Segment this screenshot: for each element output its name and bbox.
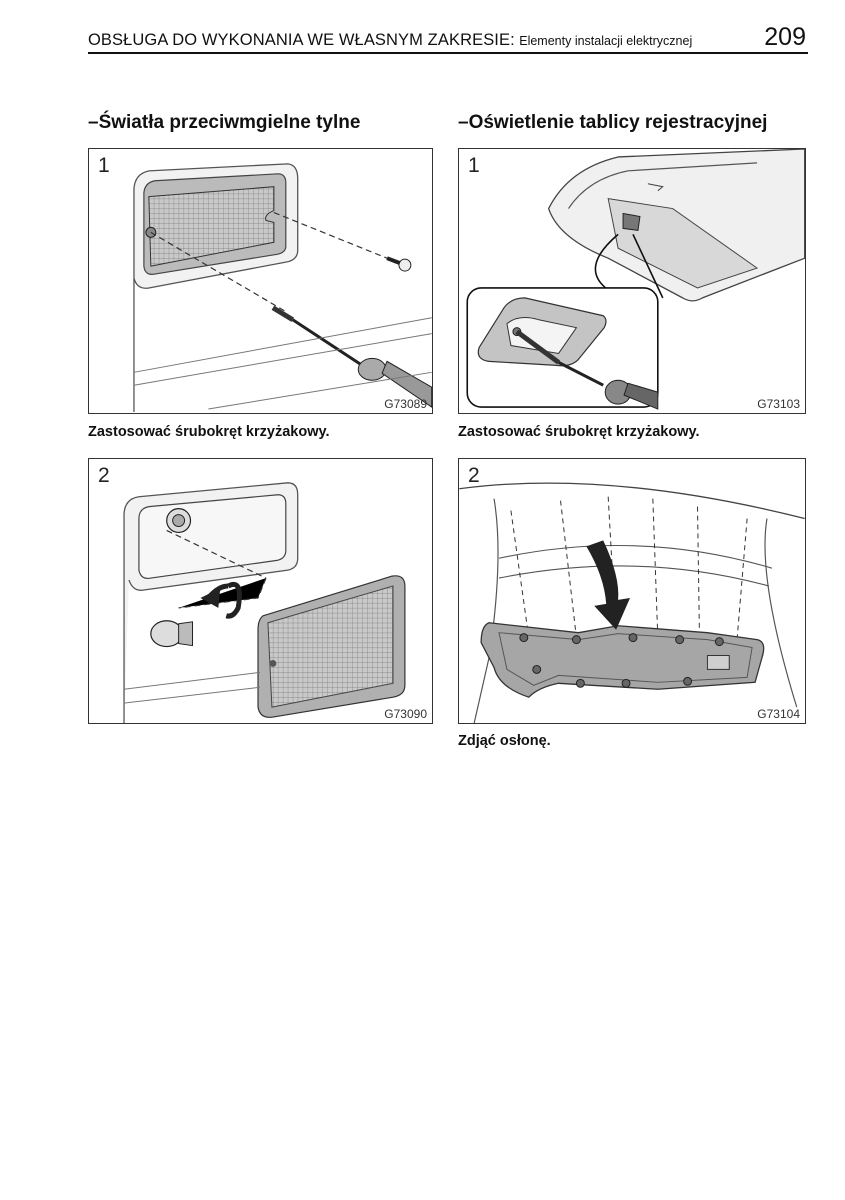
step-number: 1: [468, 154, 480, 177]
down-arrow-icon: [586, 540, 631, 630]
license-light-caption-1: Zastosować śrubokręt krzyżakowy.: [458, 424, 700, 440]
header-rule: [88, 52, 808, 54]
fog-light-caption-1: Zastosować śrubokręt krzyżakowy.: [88, 424, 330, 440]
header-subsection: Elementy instalacji elektrycznej: [519, 34, 693, 48]
figure-code: G73103: [757, 397, 800, 411]
license-light-figure-1: 1 G73103: [458, 148, 806, 414]
license-light-figure-2: 2 G73104: [458, 458, 806, 724]
screw-icon: [386, 256, 412, 272]
screwdriver-icon: [271, 305, 432, 408]
figure-code: G73104: [757, 707, 800, 721]
header-section: OBSŁUGA DO WYKONANIA WE WŁASNYM ZAKRESIE…: [88, 31, 515, 49]
step-number: 2: [468, 464, 480, 487]
license-light-caption-2: Zdjąć osłonę.: [458, 733, 551, 749]
lens-cover-icon: [257, 575, 406, 718]
rotate-arrow-icon: [200, 581, 242, 619]
step-number: 1: [98, 154, 110, 177]
screwdriver-icon: [515, 329, 659, 410]
license-light-cover-illustration: [459, 482, 805, 723]
fog-light-figure-1: 1 G73089: [88, 148, 433, 414]
step-number: 2: [98, 464, 110, 487]
page-header: OBSŁUGA DO WYKONANIA WE WŁASNYM ZAKRESIE…: [88, 23, 808, 54]
license-plate-light-title: –Oświetlenie tablicy rejestracyjnej: [458, 112, 768, 133]
figure-code: G73090: [384, 707, 427, 721]
page-number: 209: [764, 23, 806, 51]
fog-light-screw-illustration: [133, 163, 432, 413]
figure-code: G73089: [384, 397, 427, 411]
rear-fog-lights-title: –Światła przeciwmgielne tylne: [88, 112, 361, 133]
fog-light-bulb-illustration: [123, 482, 406, 723]
fog-light-figure-2: 2 G73090: [88, 458, 433, 724]
bulb-icon: [150, 620, 194, 648]
license-light-access-illustration: [466, 149, 805, 410]
